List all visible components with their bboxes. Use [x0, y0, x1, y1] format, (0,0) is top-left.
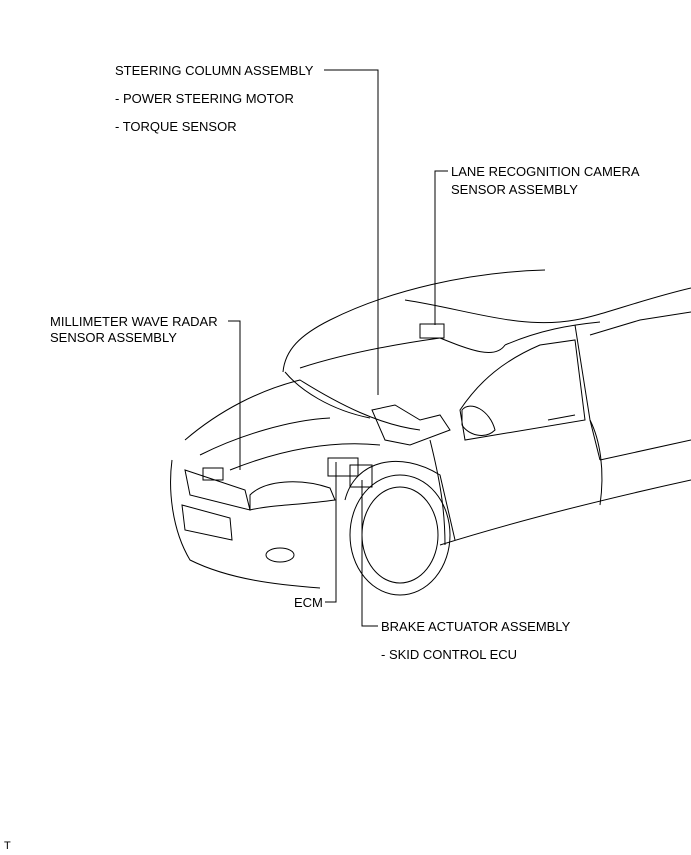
label-lane-camera-line1: LANE RECOGNITION CAMERA: [451, 164, 640, 179]
leader-ecm: [325, 462, 337, 603]
brake-actuator-shape: [349, 464, 373, 488]
leader-radar: [228, 320, 241, 470]
label-radar-line1: MILLIMETER WAVE RADAR: [50, 314, 218, 329]
label-radar-line2: SENSOR ASSEMBLY: [50, 330, 177, 345]
steering-column-shape: [371, 404, 451, 446]
ecm-shape: [327, 457, 359, 477]
radar-sensor-shape: [202, 467, 224, 481]
label-lane-camera-line2: SENSOR ASSEMBLY: [451, 182, 578, 197]
footer-mark: T: [4, 840, 11, 852]
camera-sensor-shape: [419, 323, 445, 339]
car-body: [170, 269, 691, 596]
leader-brake: [361, 480, 378, 627]
label-power-steering-motor: - POWER STEERING MOTOR: [115, 91, 294, 106]
leader-lane-camera: [434, 170, 448, 325]
leader-lines: [228, 69, 448, 627]
leader-steering: [324, 69, 379, 395]
label-brake-actuator: BRAKE ACTUATOR ASSEMBLY: [381, 619, 571, 634]
components: [202, 323, 451, 488]
label-skid-control: - SKID CONTROL ECU: [381, 647, 518, 662]
label-torque-sensor: - TORQUE SENSOR: [115, 119, 237, 134]
label-steering-column: STEERING COLUMN ASSEMBLY: [115, 63, 314, 78]
label-ecm: ECM: [294, 595, 323, 610]
